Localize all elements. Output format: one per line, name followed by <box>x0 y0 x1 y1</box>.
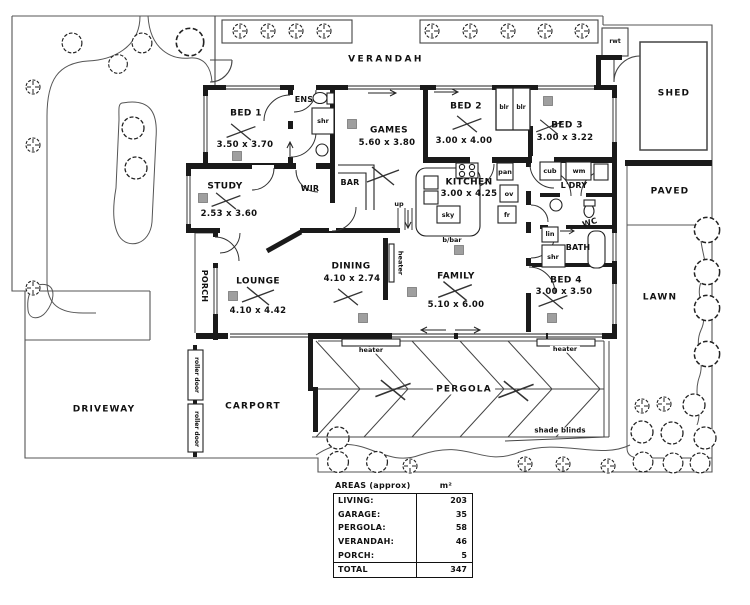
room-label-ens: ENS <box>294 95 314 104</box>
fixture-label-shr-ens: shr <box>317 116 329 125</box>
room-label-games: GAMES <box>370 125 408 136</box>
verandah-shed-layer <box>209 16 708 151</box>
room-label-bed1: BED 1 <box>230 108 262 119</box>
heater-label-2: heater <box>549 346 581 353</box>
room-dims-bed1: 3.50 x 3.70 <box>216 139 274 150</box>
fixture-label-up: up <box>394 199 404 208</box>
room-label-bed4: BED 4 <box>550 275 582 286</box>
areas-table: AREAS (approx) m² LIVING: 203 GARAGE: 35… <box>333 481 473 578</box>
fixture-label-bbar: b/bar <box>442 235 462 244</box>
room-label-bar: BAR <box>340 178 360 187</box>
fixture-label-ov: ov <box>504 189 514 198</box>
areas-row-total: TOTAL 347 <box>334 561 472 577</box>
areas-row-verandah: VERANDAH: 46 <box>334 534 472 549</box>
fixture-label-blr-2: blr <box>516 104 526 111</box>
room-dims-games: 5.60 x 3.80 <box>358 137 416 148</box>
room-dims-dining: 4.10 x 2.74 <box>323 273 381 284</box>
shade-blinds-label: shade blinds <box>531 427 589 435</box>
fixture-label-pan: pan <box>498 167 512 176</box>
room-dims-family: 5.10 x 6.00 <box>427 299 485 310</box>
arrows-layer <box>286 88 575 334</box>
areas-table-title: AREAS (approx) <box>335 481 411 490</box>
room-label-family: FAMILY <box>437 271 475 282</box>
porch-label: PORCH <box>200 269 209 303</box>
fixture-label-cub: cub <box>543 166 557 175</box>
fixture-label-fr: fr <box>503 210 511 219</box>
fixture-label-shr-bath: shr <box>547 252 559 261</box>
room-dims-bed3: 3.00 x 3.22 <box>536 132 594 143</box>
carport-label: CARPORT <box>225 401 281 412</box>
room-label-ldry: L'DRY <box>560 181 588 190</box>
areas-row-porch: PORCH: 5 <box>334 548 472 562</box>
room-label-bath: BATH <box>565 243 591 252</box>
room-label-study: STUDY <box>207 181 243 192</box>
driveway-label: DRIVEWAY <box>72 404 136 415</box>
room-label-bed3: BED 3 <box>551 120 583 131</box>
windows-layer <box>186 85 617 338</box>
room-dims-study: 2.53 x 3.60 <box>200 208 258 219</box>
vents-layer <box>198 96 557 323</box>
paved-label: PAVED <box>650 186 690 197</box>
fixtures-layer <box>187 87 609 453</box>
fixture-label-sky: sky <box>441 210 455 219</box>
shed-label: SHED <box>657 88 691 99</box>
areas-table-unit: m² <box>439 481 453 490</box>
lawn-label: LAWN <box>642 292 678 303</box>
areas-row-garage: GARAGE: 35 <box>334 507 472 522</box>
room-label-dining: DINING <box>331 261 371 272</box>
areas-row-pergola: PERGOLA: 58 <box>334 521 472 535</box>
pergola-label: PERGOLA <box>433 385 495 395</box>
room-label-wir: WIR <box>300 184 320 193</box>
heater-label-1: heater <box>355 347 387 354</box>
room-dims-bed4: 3.00 x 3.50 <box>535 286 593 297</box>
fixture-label-lin: lin <box>545 229 555 238</box>
room-dims-kitchen: 3.00 x 4.25 <box>440 188 498 199</box>
room-label-kitchen: KITCHEN <box>445 177 493 188</box>
roller-door-label-1: roller door <box>193 357 200 393</box>
roller-door-label-2: roller door <box>193 411 200 447</box>
room-dims-lounge: 4.10 x 4.42 <box>229 305 287 316</box>
fixture-label-blr-1: blr <box>499 104 509 111</box>
fixture-label-wm: wm <box>572 166 586 175</box>
areas-row-living: LIVING: 203 <box>334 494 472 508</box>
heater-label-3: heater <box>396 250 405 276</box>
rwt-label: rwt <box>609 38 621 45</box>
room-label-lounge: LOUNGE <box>236 276 280 287</box>
room-dims-bed2: 3.00 x 4.00 <box>435 135 493 146</box>
verandah-label: VERANDAH <box>348 54 424 65</box>
room-label-bed2: BED 2 <box>450 101 482 112</box>
